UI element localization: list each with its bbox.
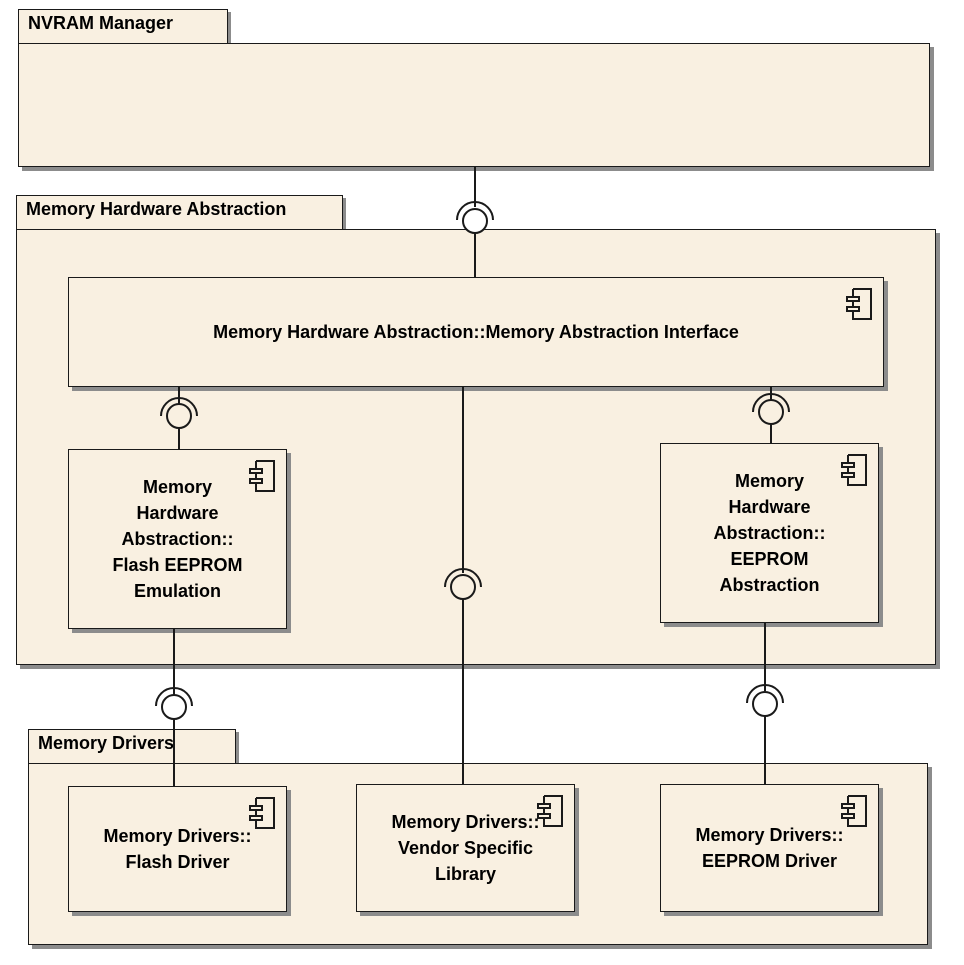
component-flash-driver: Memory Drivers:: Flash Driver [68,786,287,912]
package-label-nvram-manager: NVRAM Manager [28,13,174,33]
component-icon [841,795,867,827]
component-label: Memory Drivers:: Flash Driver [103,826,252,872]
component-label: Memory Drivers:: EEPROM Driver [695,825,844,871]
component-icon [846,288,872,320]
component-memory-abstraction-interface: Memory Hardware Abstraction::Memory Abst… [68,277,884,387]
component-flash-eeprom-emulation: Memory Hardware Abstraction:: Flash EEPR… [68,449,287,629]
package-label-memory-drivers: Memory Drivers [38,733,175,753]
package-nvram-manager [18,43,930,167]
component-icon [841,454,867,486]
package-tab-memory-drivers: Memory Drivers [28,729,236,765]
package-label-memory-hardware-abstraction: Memory Hardware Abstraction [26,199,287,219]
package-tab-nvram-manager: NVRAM Manager [18,9,228,45]
component-vendor-specific-library: Memory Drivers:: Vendor Specific Library [356,784,575,912]
component-label: Memory Hardware Abstraction:: EEPROM Abs… [713,471,826,595]
component-label: Memory Drivers:: Vendor Specific Library [391,812,540,884]
component-eeprom-driver: Memory Drivers:: EEPROM Driver [660,784,879,912]
component-icon [537,795,563,827]
component-icon [249,797,275,829]
component-eeprom-abstraction: Memory Hardware Abstraction:: EEPROM Abs… [660,443,879,623]
component-label: Memory Hardware Abstraction:: Flash EEPR… [112,477,243,601]
component-label: Memory Hardware Abstraction::Memory Abst… [213,322,739,342]
package-tab-memory-hardware-abstraction: Memory Hardware Abstraction [16,195,343,231]
component-icon [249,460,275,492]
